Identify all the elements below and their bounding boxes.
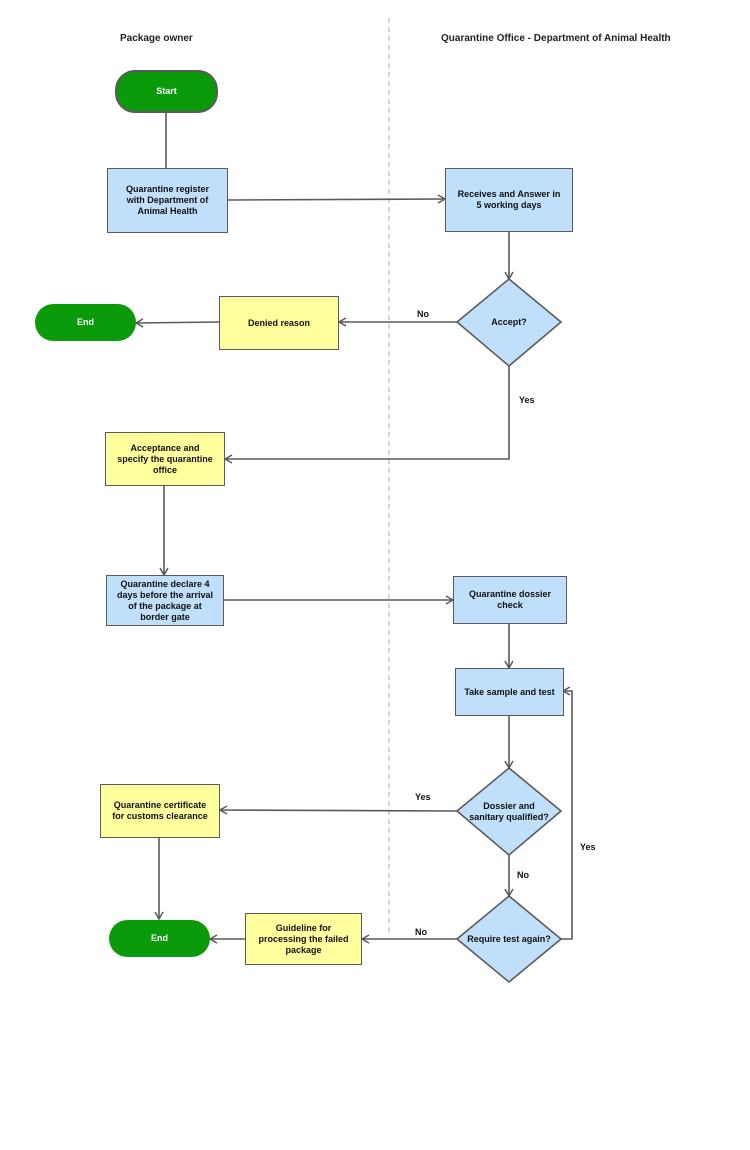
decision-require-label: Require test again? — [467, 934, 551, 944]
process-take-sample: Take sample and test — [455, 668, 564, 716]
decision-accept-label: Accept? — [491, 317, 527, 327]
process-acceptance: Acceptance and specify the quarantine of… — [105, 432, 225, 486]
register-label: Quarantine register with Department of A… — [125, 184, 210, 216]
lane-title-quarantine-office: Quarantine Office - Department of Animal… — [441, 33, 671, 44]
receives-label: Receives and Answer in 5 working days — [457, 189, 561, 210]
end-label-final: End — [151, 933, 168, 943]
certificate-label: Quarantine certificate for customs clear… — [112, 800, 208, 821]
edge-accept-yes — [223, 366, 510, 464]
process-dossier-check: Quarantine dossier check — [453, 576, 567, 624]
process-register: Quarantine register with Department of A… — [107, 168, 228, 233]
end-terminal-final: End — [109, 920, 210, 957]
declare-label: Quarantine declare 4 days before the arr… — [116, 578, 214, 622]
guideline-label: Guideline for processing the failed pack… — [258, 922, 349, 955]
process-denied-reason: Denied reason — [219, 296, 339, 350]
end-label-denied: End — [77, 317, 94, 327]
edge-label-accept-yes: Yes — [519, 395, 535, 405]
dossier-check-label: Quarantine dossier check — [468, 589, 552, 610]
start-label: Start — [156, 86, 177, 96]
decision-require-shape — [455, 894, 563, 984]
denied-reason-label: Denied reason — [247, 317, 311, 328]
decision-qualified-label: Dossier and sanitary qualified? — [469, 801, 549, 822]
end-terminal-denied: End — [35, 304, 136, 341]
edge-label-require-yes: Yes — [580, 842, 596, 852]
start-terminal: Start — [115, 70, 218, 113]
process-receives: Receives and Answer in 5 working days — [445, 168, 573, 232]
process-guideline: Guideline for processing the failed pack… — [245, 913, 362, 965]
edge-label-accept-no: No — [417, 309, 429, 319]
acceptance-label: Acceptance and specify the quarantine of… — [117, 442, 213, 475]
edge-denied-to-end — [134, 318, 220, 328]
decision-qualified-shape — [455, 766, 563, 857]
edge-label-qualified-yes: Yes — [415, 792, 431, 802]
edge-qualified-yes — [218, 805, 458, 815]
edge-register-to-receives — [226, 194, 447, 204]
edge-label-require-no: No — [415, 927, 427, 937]
process-certificate: Quarantine certificate for customs clear… — [100, 784, 220, 838]
lane-title-package-owner: Package owner — [120, 33, 193, 44]
take-sample-label: Take sample and test — [464, 686, 555, 697]
edge-require-yes — [561, 686, 573, 940]
edge-label-qualified-no: No — [517, 870, 529, 880]
process-declare: Quarantine declare 4 days before the arr… — [106, 575, 224, 626]
decision-accept-shape — [455, 277, 563, 368]
